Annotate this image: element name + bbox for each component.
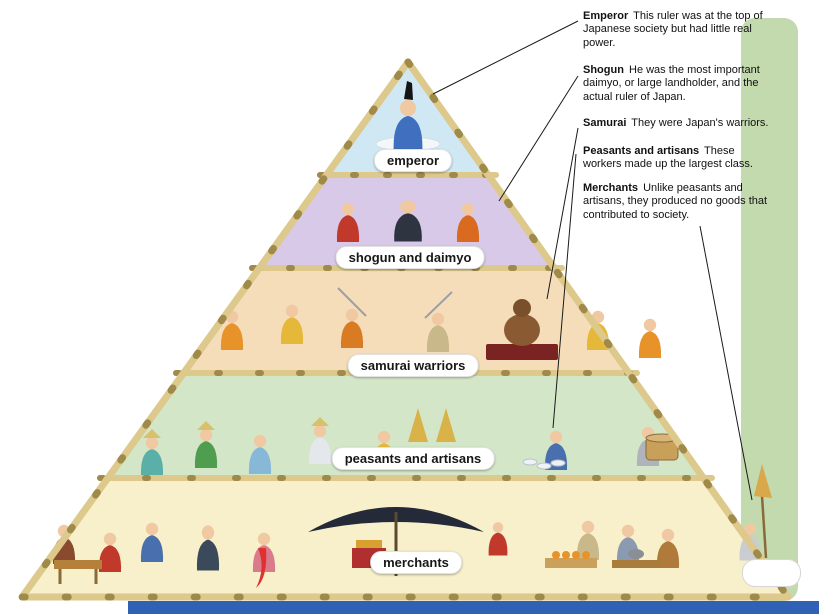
annotation-merchants: Merchants Unlike peasants and artisans, … (583, 182, 775, 222)
leader-line-peasants (552, 153, 577, 429)
bowl-icon (536, 462, 552, 470)
corner-caption-pill (742, 559, 801, 587)
wheat-bundle-icon (408, 408, 428, 442)
tier-label-samurai: samurai warriors (347, 354, 479, 377)
bowl-icon (550, 459, 566, 467)
fruit-icon (562, 551, 570, 559)
annotation-samurai: Samurai They were Japan's warriors. (583, 117, 775, 130)
leader-line-emperor (432, 20, 579, 95)
bowl-icon (522, 458, 538, 466)
annotation-term: Shogun (583, 64, 624, 76)
annotation-term: Samurai (583, 117, 627, 129)
leader-line-samurai (546, 127, 579, 300)
wheat-bundle-icon (436, 408, 456, 442)
buddha-statue (486, 299, 558, 360)
pot-icon (628, 549, 644, 559)
annotation-text: These workers made up the largest class. (583, 145, 753, 171)
annotation-term: Merchants (583, 182, 639, 194)
market-table (54, 560, 102, 584)
broom-icon (760, 495, 768, 559)
annotation-text: He was the most important daimyo, or lar… (583, 64, 760, 103)
sword-icon (337, 287, 367, 317)
annotation-text: This ruler was at the top of Japanese so… (583, 10, 763, 49)
fruit-icon (552, 551, 560, 559)
silk-cloth-icon (256, 548, 267, 588)
annotation-term: Emperor (583, 10, 629, 22)
tier-label-shogun: shogun and daimyo (335, 246, 485, 269)
annotation-shogun: Shogun He was the most important daimyo,… (583, 64, 775, 104)
annotation-text: Unlike peasants and artisans, they produ… (583, 182, 768, 221)
tier-label-merchants: merchants (370, 551, 462, 574)
market-table (612, 560, 660, 568)
leader-line-merchants (699, 225, 753, 501)
annotation-emperor: Emperor This ruler was at the top of Jap… (583, 10, 775, 50)
broom-icon (754, 464, 772, 498)
food-mat (545, 558, 597, 568)
leader-line-shogun (498, 75, 579, 202)
emperor-figure (375, 81, 441, 152)
samurai-figure (638, 318, 662, 358)
side-panel (741, 18, 798, 601)
annotation-term: Peasants and artisans (583, 145, 700, 157)
annotation-text: They were Japan's warriors. (631, 117, 769, 129)
bottom-bar (128, 601, 819, 614)
fruit-icon (572, 551, 580, 559)
tier-label-emperor: emperor (373, 149, 453, 172)
leader-lines (432, 20, 753, 501)
annotation-peasants: Peasants and artisans These workers made… (583, 145, 775, 172)
fruit-icon (582, 551, 590, 559)
sword-icon (424, 291, 453, 319)
tier-label-peasants: peasants and artisans (331, 447, 495, 470)
